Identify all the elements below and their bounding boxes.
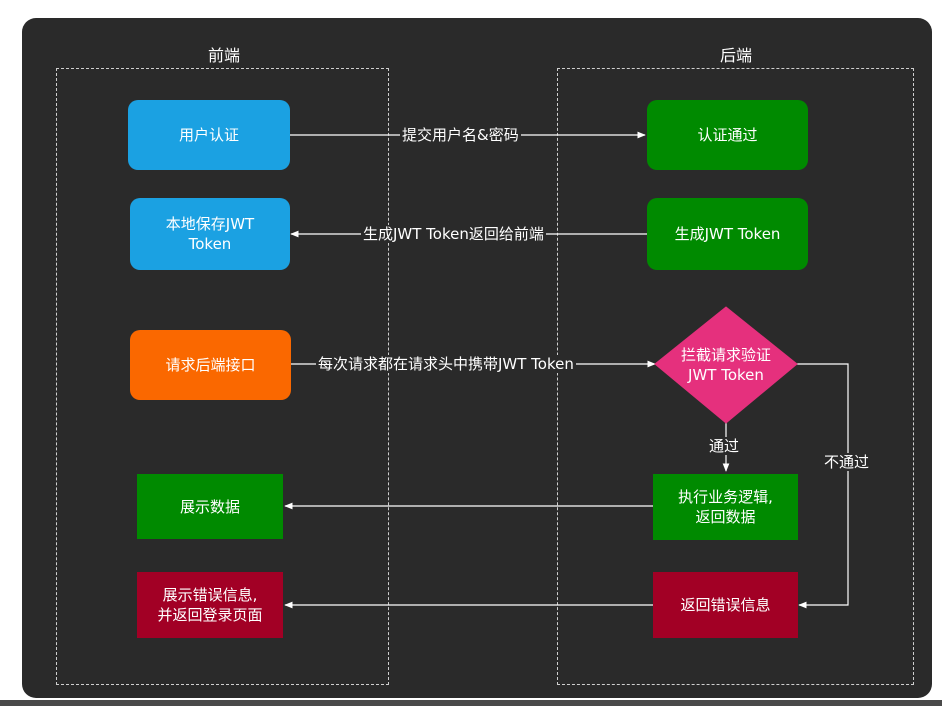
node-gen-token[interactable]: 生成JWT Token xyxy=(647,198,808,270)
edge-label-return-token: 生成JWT Token返回给前端 xyxy=(361,225,546,243)
node-return-error[interactable]: 返回错误信息 xyxy=(653,572,798,638)
edge-fail-line xyxy=(797,363,849,609)
bottom-scroll-bar xyxy=(0,700,942,706)
backend-lane-title: 后端 xyxy=(719,46,752,65)
node-auth-pass[interactable]: 认证通过 xyxy=(647,100,808,170)
node-user-auth[interactable]: 用户认证 xyxy=(128,100,290,170)
node-intercept[interactable]: 拦截请求验证 JWT Token xyxy=(680,346,771,384)
node-show-data[interactable]: 展示数据 xyxy=(137,474,283,539)
intercept-diamond-shape xyxy=(654,306,798,424)
frontend-lane xyxy=(56,68,389,685)
node-exec-logic[interactable]: 执行业务逻辑, 返回数据 xyxy=(653,474,798,540)
backend-lane xyxy=(557,68,914,685)
edge-label-carry-token: 每次请求都在请求头中携带JWT Token xyxy=(316,355,576,373)
node-show-error[interactable]: 展示错误信息, 并返回登录页面 xyxy=(137,572,283,638)
node-store-token[interactable]: 本地保存JWT Token xyxy=(130,198,290,270)
edge-label-submit: 提交用户名&密码 xyxy=(400,126,521,144)
edge-label-fail: 不通过 xyxy=(822,453,872,471)
edge-label-pass: 通过 xyxy=(707,437,742,455)
node-request-api[interactable]: 请求后端接口 xyxy=(130,330,291,400)
frontend-lane-title: 前端 xyxy=(207,46,240,65)
